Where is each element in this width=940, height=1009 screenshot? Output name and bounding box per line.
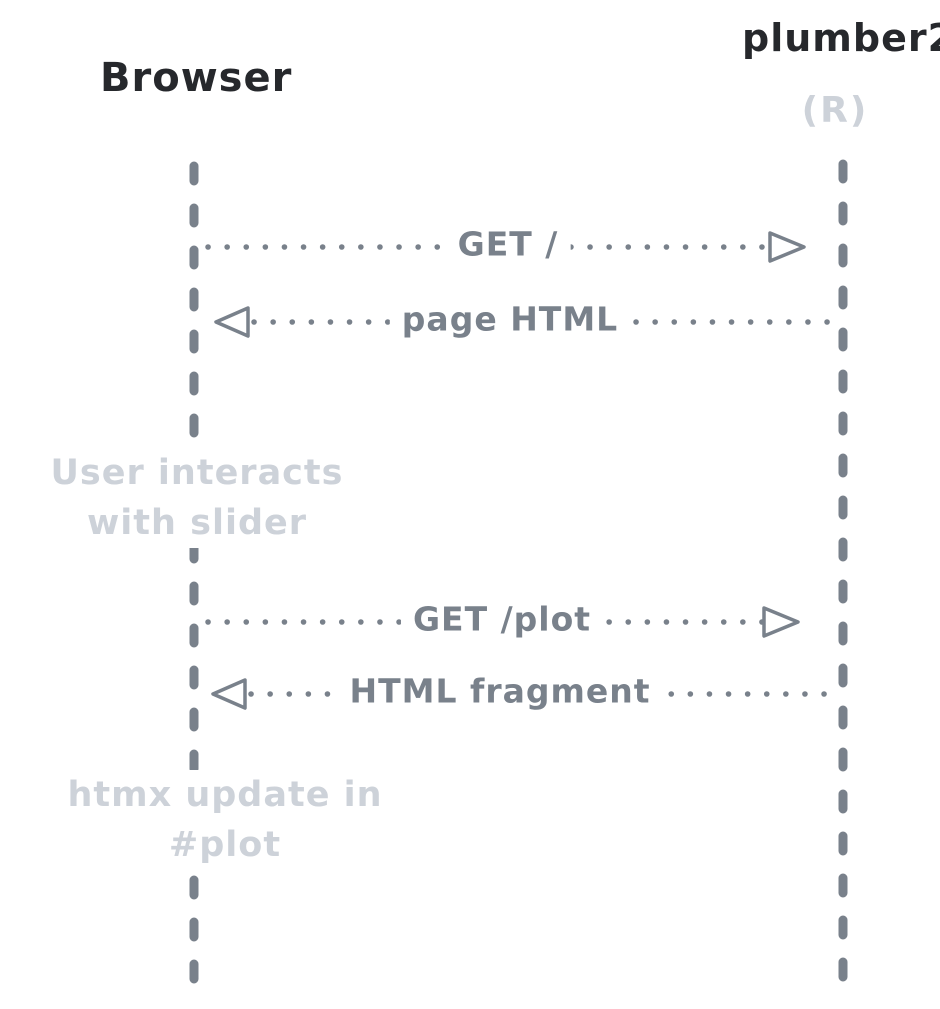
note-line: User interacts xyxy=(50,453,344,493)
note-user-interaction: User interacts with slider xyxy=(38,448,356,548)
note-line: with slider xyxy=(86,503,308,543)
arrowhead-left-icon xyxy=(211,678,247,710)
message-get-plot: GET /plot xyxy=(198,592,804,652)
message-get-plot-graphic xyxy=(205,606,800,638)
message-label: GET /plot xyxy=(400,599,604,639)
actor-sublabel-r: (R) xyxy=(801,90,869,131)
arrowhead-left-icon xyxy=(214,306,250,338)
note-line: htmx update in #plot xyxy=(67,775,383,865)
message-label: HTML fragment xyxy=(337,671,663,711)
message-label: GET / xyxy=(445,224,571,264)
actor-label-plumber2: plumber2 xyxy=(742,16,940,60)
actor-label-browser: Browser xyxy=(100,55,293,101)
message-get-root: GET / xyxy=(198,217,810,277)
note-htmx-update: htmx update in #plot xyxy=(8,770,442,870)
message-get-root-graphic xyxy=(205,231,806,263)
arrowhead-right-icon xyxy=(762,606,800,638)
message-page-html: page HTML xyxy=(206,292,836,352)
message-html-fragment: HTML fragment xyxy=(203,664,836,724)
arrowhead-right-icon xyxy=(768,231,806,263)
message-label: page HTML xyxy=(389,299,631,339)
